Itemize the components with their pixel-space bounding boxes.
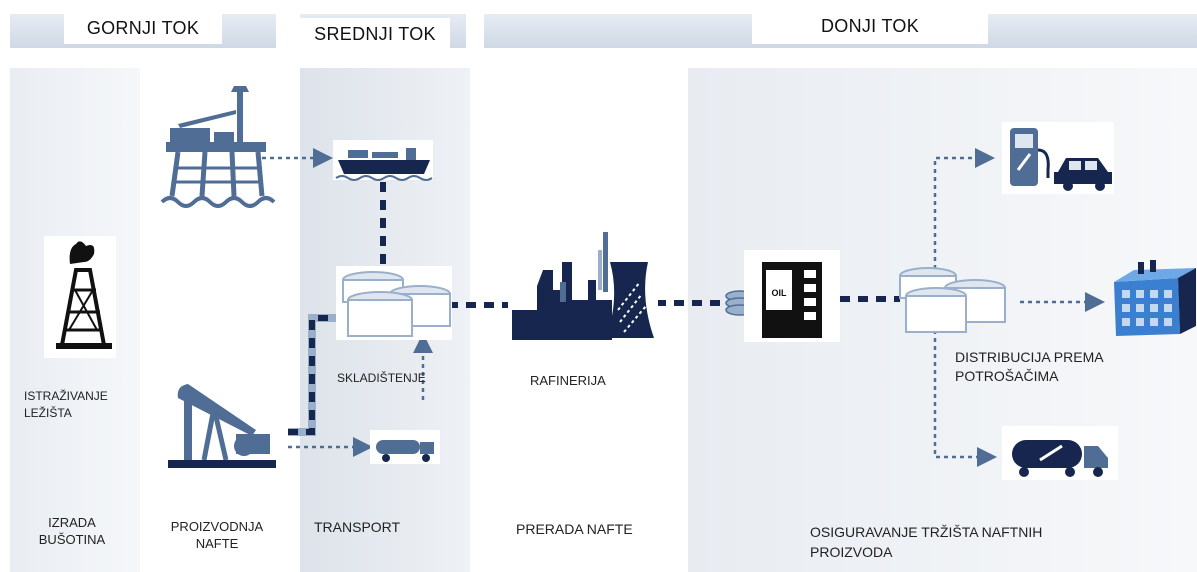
drilling-rig-icon xyxy=(44,236,116,358)
label-storage: SKLADIŠTENJE xyxy=(337,371,426,385)
tank-truck-icon xyxy=(370,430,440,464)
label-exploration: ISTRAŽIVANJE LEŽIŠTA xyxy=(24,389,108,420)
stage-processing: PRERADA NAFTE xyxy=(516,521,633,537)
building-icon xyxy=(1114,260,1196,336)
oil-label: OIL xyxy=(772,288,788,298)
header-downstream-title: DONJI TOK xyxy=(752,8,988,44)
distribution-tanks-icon xyxy=(899,267,1006,333)
stage-transport: TRANSPORT xyxy=(314,519,401,535)
pump-jack-icon xyxy=(160,372,280,474)
refinery-icon xyxy=(508,232,658,342)
pipelines xyxy=(288,182,900,436)
car-icon xyxy=(1054,158,1112,191)
storage-tanks-icon xyxy=(336,266,452,340)
label-refinery: RAFINERIJA xyxy=(530,373,606,388)
stage-market: OSIGURAVANJE TRŽIŠTA NAFTNIH PROIZVODA xyxy=(810,524,1043,560)
tanker-ship-icon xyxy=(333,140,433,181)
header-midstream-title: SREDNJI TOK xyxy=(300,18,450,50)
header-upstream-title: GORNJI TOK xyxy=(64,12,222,44)
stage-drilling: IZRADA BUŠOTINA xyxy=(38,515,106,547)
wholesale-terminal-icon: OIL xyxy=(744,250,840,342)
label-distribution: DISTRIBUCIJA PREMA POTROŠAČIMA xyxy=(955,349,1103,384)
distribution-truck-icon xyxy=(1002,426,1118,480)
stage-production: PROIZVODNJA NAFTE xyxy=(170,519,264,551)
offshore-platform-icon xyxy=(160,86,276,208)
dotted-connectors xyxy=(262,148,1105,467)
